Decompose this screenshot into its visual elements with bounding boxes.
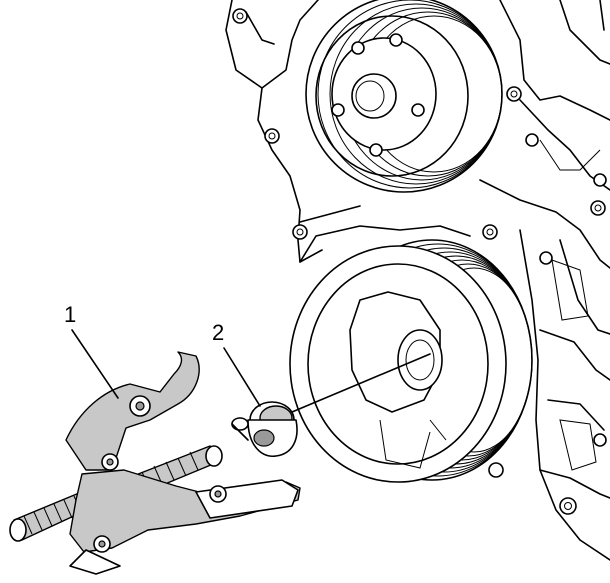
callout-2: 2: [212, 320, 261, 407]
leader-line-1: [71, 329, 119, 399]
crankshaft-balancer: [289, 239, 533, 483]
callout-2-label: 2: [212, 320, 224, 345]
leader-line-2: [223, 347, 261, 407]
callout-1-label: 1: [64, 302, 76, 327]
engine-block: [225, 0, 610, 561]
upper-pulley: [305, 0, 503, 193]
adapter: [231, 353, 431, 457]
puller: [9, 351, 301, 575]
callout-1: 1: [64, 302, 119, 399]
